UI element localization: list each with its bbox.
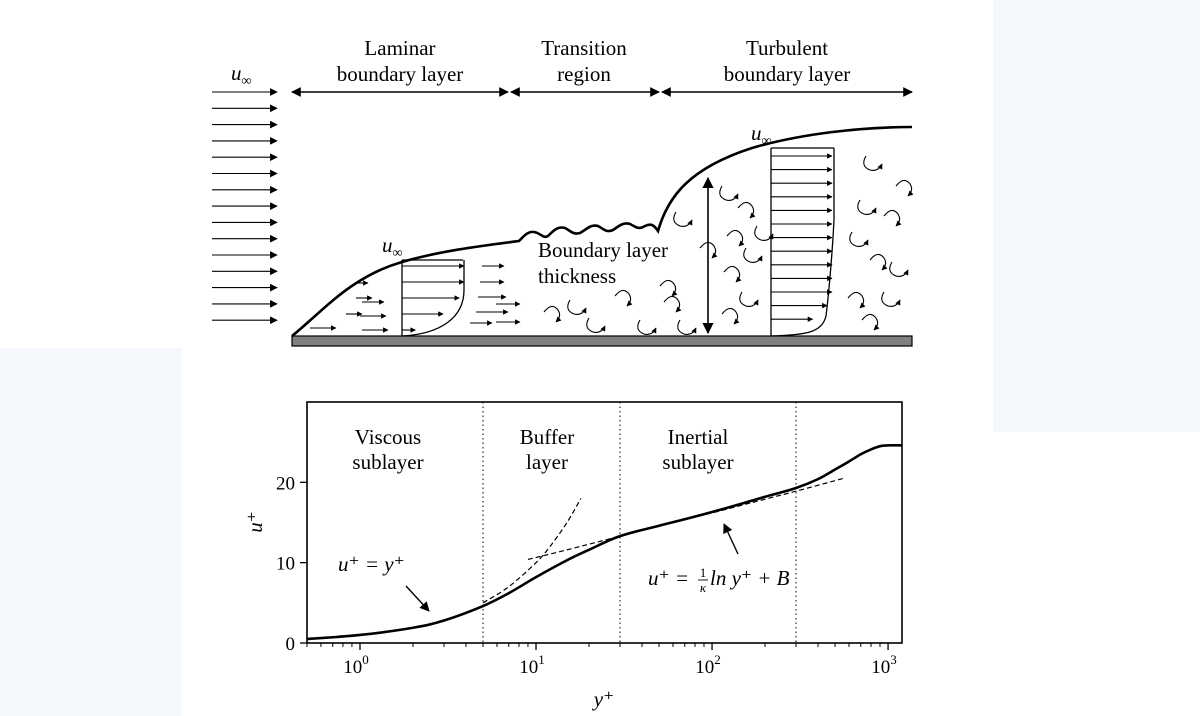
- eddy-swirl: [699, 241, 718, 259]
- region-label-buffer-line1: Buffer: [520, 425, 574, 449]
- x-tick-label: 103: [871, 652, 897, 678]
- annotation-viscous-law: u⁺ = y⁺: [338, 552, 405, 576]
- eddy-swirl: [723, 265, 742, 283]
- series-line-velocity-profile: [306, 444, 903, 641]
- region-label-inertial-line1: Inertial: [668, 425, 729, 449]
- eddy-swirl: [863, 155, 883, 171]
- eddy-swirl: [849, 231, 869, 247]
- freestream-arrows: [212, 88, 278, 325]
- x-axis-label: y⁺: [592, 687, 614, 711]
- eddy-swirl: [726, 229, 745, 247]
- series-line-asymptote: [527, 477, 844, 561]
- eddy-swirl: [637, 319, 657, 335]
- y-tick-label: 0: [286, 634, 296, 655]
- eddy-swirls: [543, 155, 914, 335]
- region-label-viscous-line2: sublayer: [352, 450, 423, 474]
- axis-ticks: 100 101 102 103 0 10 20: [276, 473, 897, 678]
- freestream-label: u∞: [231, 61, 252, 89]
- region-label-inertial-line2: sublayer: [662, 450, 733, 474]
- x-tick-label: 101: [519, 652, 545, 678]
- region-label-laminar-line2: boundary layer: [337, 62, 464, 86]
- eddy-swirl: [567, 299, 587, 315]
- region-label-transition-line2: region: [557, 62, 611, 86]
- boundary-layer-edge: [291, 125, 913, 338]
- eddy-swirl: [739, 291, 759, 307]
- y-tick-label: 20: [276, 473, 295, 494]
- annotation-viscous-arrow: [405, 585, 430, 612]
- turbulent-profile-arrows: [771, 153, 833, 322]
- laminar-profile-curve: [401, 260, 465, 337]
- region-label-turbulent-line1: Turbulent: [746, 36, 828, 60]
- eddy-swirl: [614, 289, 633, 307]
- data-series: [306, 444, 903, 641]
- eddy-swirl: [586, 317, 606, 333]
- laminar-profile-arrows: [402, 263, 465, 333]
- annotation-log-frac-den: κ: [700, 580, 707, 595]
- eddy-swirl: [743, 247, 763, 263]
- background-panel-left: [0, 348, 182, 716]
- region-label-turbulent-line2: boundary layer: [724, 62, 851, 86]
- background-panel-right: [993, 0, 1200, 432]
- plot-frame: [306, 401, 903, 644]
- y-axis-label: u⁺: [243, 511, 267, 533]
- eddy-swirl: [721, 307, 740, 325]
- eddy-swirl: [883, 209, 902, 227]
- region-label-transition-line1: Transition: [541, 36, 627, 60]
- annotation-log-law-rest: ln y⁺ + B: [710, 566, 790, 590]
- annotation-log-frac-num: 1: [700, 565, 707, 580]
- eddy-swirl: [663, 295, 682, 313]
- eddy-swirl: [881, 291, 901, 307]
- law-of-the-wall-chart: Viscous sublayer Buffer layer Inertial s…: [243, 401, 903, 711]
- x-tick-label: 100: [343, 652, 369, 678]
- eddy-swirl: [543, 305, 562, 323]
- eddy-swirl: [677, 319, 697, 335]
- eddy-swirl: [869, 253, 888, 271]
- eddy-swirl: [889, 261, 909, 277]
- eddy-swirl: [895, 179, 914, 197]
- turbulent-freestream-label: u∞: [751, 121, 772, 149]
- eddy-swirl: [754, 225, 774, 241]
- laminar-region-arrows: [310, 263, 521, 333]
- series-line-asymptote: [482, 498, 582, 604]
- region-label-laminar-line1: Laminar: [364, 36, 435, 60]
- eddy-swirl: [659, 279, 678, 297]
- region-label-buffer-line2: layer: [526, 450, 568, 474]
- eddy-swirl: [673, 211, 693, 227]
- eddy-swirl: [847, 291, 866, 309]
- annotation-log-law: u⁺ =: [648, 566, 689, 590]
- boundary-layer-diagram: Laminar boundary layer Transition region…: [212, 36, 914, 347]
- eddy-swirl: [857, 199, 877, 215]
- thickness-label-line1: Boundary layer: [538, 238, 668, 262]
- annotation-log-arrow: [723, 523, 739, 555]
- eddy-swirl: [861, 313, 880, 331]
- eddy-swirl: [737, 201, 756, 219]
- turbulent-profile-curve: [770, 148, 835, 337]
- laminar-freestream-label: u∞: [382, 233, 403, 261]
- region-label-viscous-line1: Viscous: [355, 425, 421, 449]
- thickness-label-line2: thickness: [538, 264, 616, 288]
- x-tick-label: 102: [695, 652, 721, 678]
- y-tick-label: 10: [276, 554, 295, 575]
- eddy-swirl: [719, 185, 739, 201]
- flat-plate: [291, 335, 913, 347]
